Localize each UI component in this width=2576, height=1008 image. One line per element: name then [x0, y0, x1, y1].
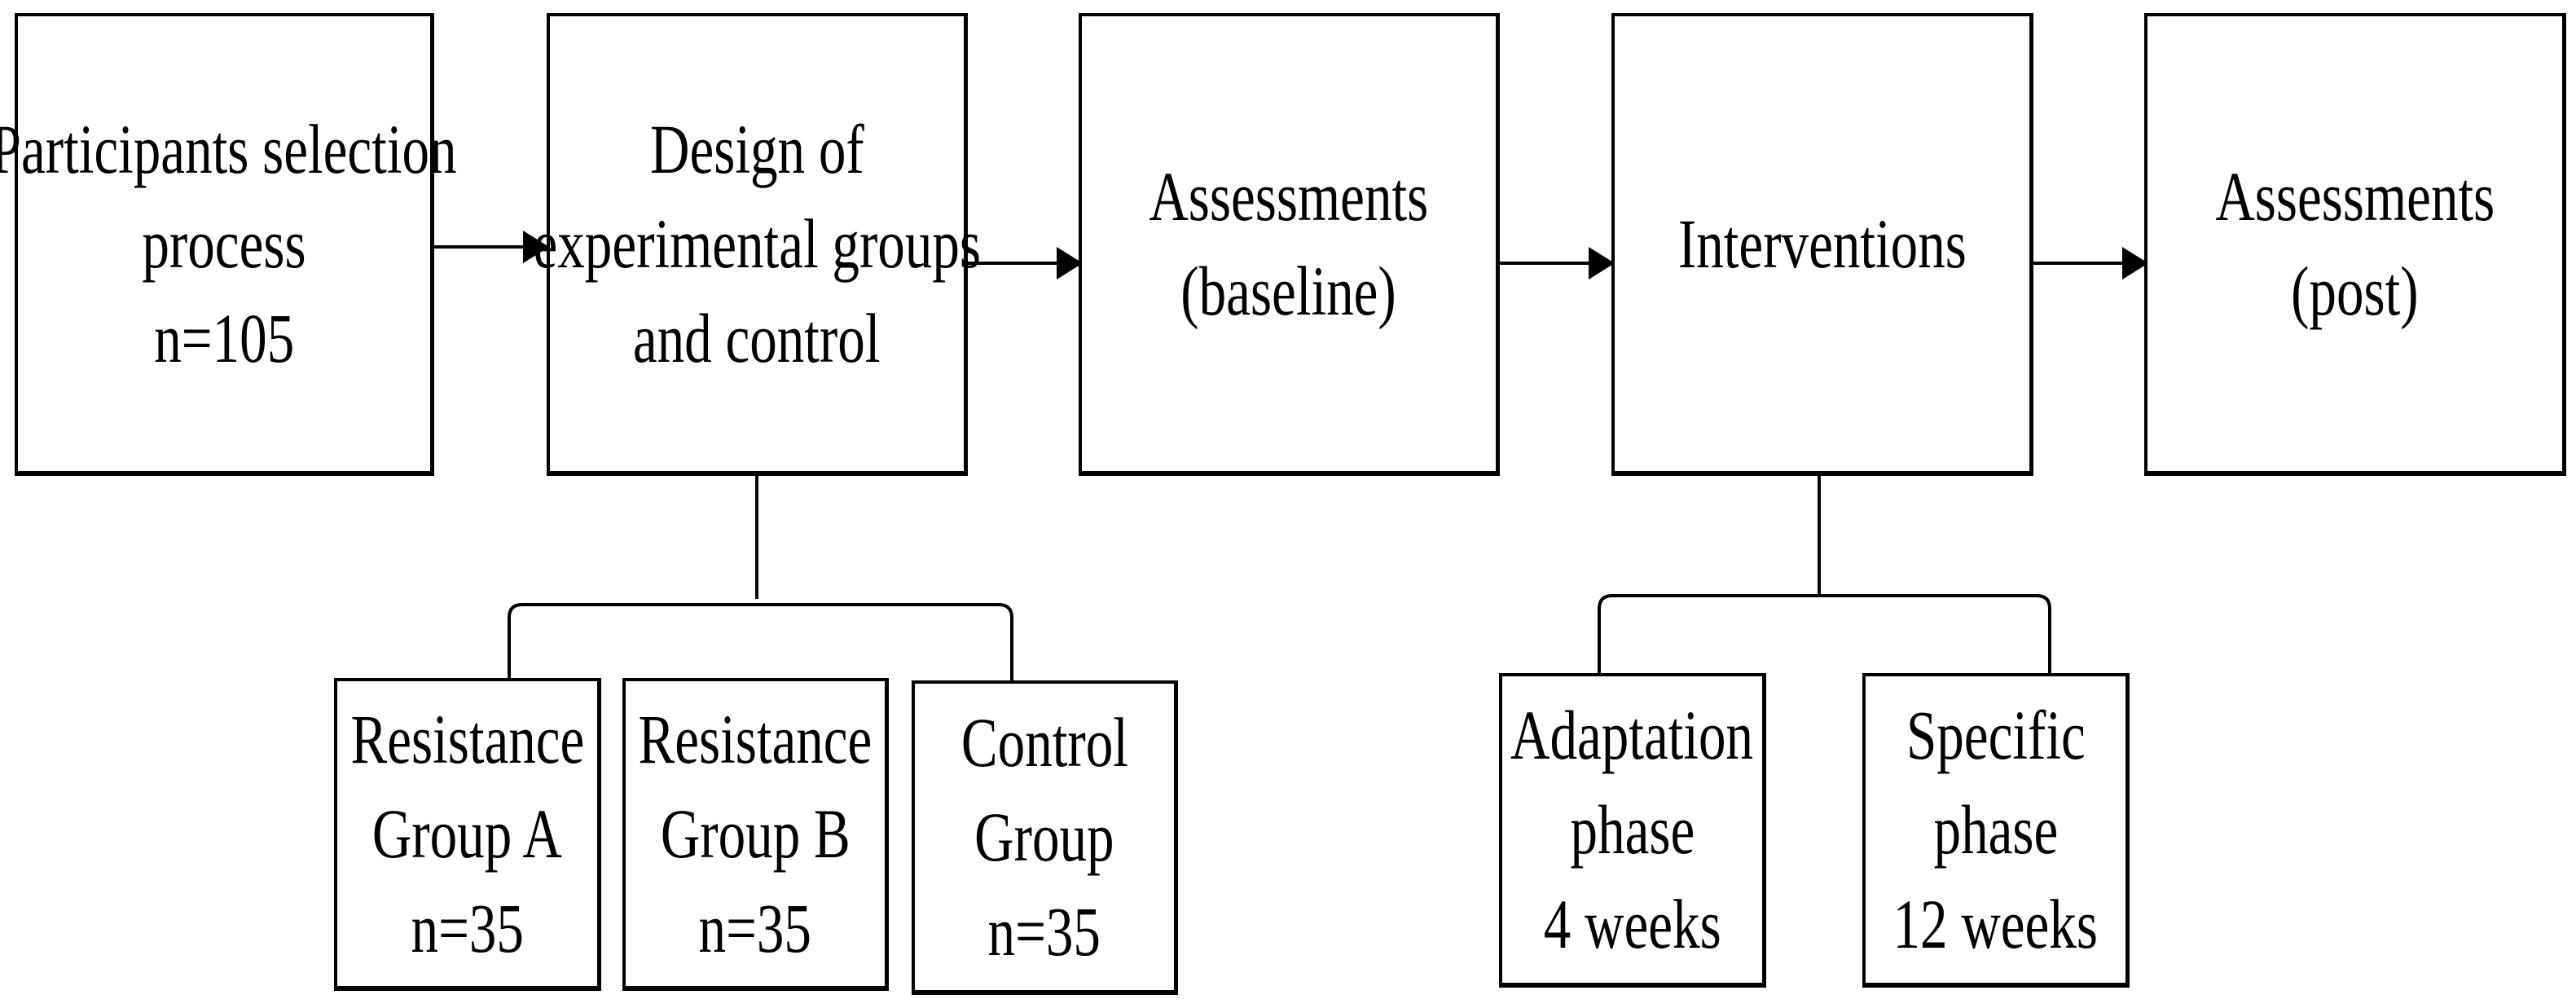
- box-text-line: 4 weeks: [1543, 885, 1721, 963]
- box-text-line: Assessments: [2215, 157, 2495, 235]
- adaptation-phase-box: Adaptation phase 4 weeks: [1499, 673, 1766, 988]
- box-text-line: n=35: [411, 889, 524, 967]
- resistance-group-b-box: Resistance Group B n=35: [622, 678, 889, 991]
- box-text-line: Specific: [1906, 696, 2086, 774]
- arrowhead-design-to-baseline: [1057, 247, 1083, 280]
- box-text-line: Resistance: [350, 700, 584, 778]
- control-group-box: Control Group n=35: [912, 680, 1178, 995]
- assessments-baseline-box: Assessments (baseline): [1079, 13, 1500, 476]
- arrowhead-baseline-to-interventions: [1589, 247, 1615, 280]
- box-text-line: Design of: [649, 110, 864, 188]
- box-text-line: 12 weeks: [1892, 885, 2099, 963]
- box-text-line: (baseline): [1180, 252, 1397, 330]
- box-text-line: Control: [961, 703, 1128, 781]
- box-text-line: Assessments: [1149, 157, 1429, 235]
- box-text-line: experimental groups: [533, 205, 981, 283]
- arrowhead-interventions-to-post: [2122, 247, 2148, 280]
- box-text-line: n=105: [153, 299, 294, 377]
- box-text-line: Group: [974, 798, 1114, 876]
- box-text-line: phase: [1933, 790, 2058, 869]
- resistance-group-a-box: Resistance Group A n=35: [334, 678, 601, 991]
- bracket-interventions-phases-bar: [1598, 594, 2051, 676]
- box-text-line: Resistance: [638, 700, 873, 778]
- specific-phase-box: Specific phase 12 weeks: [1862, 673, 2130, 988]
- box-text-line: Participants selection: [0, 110, 457, 188]
- bracket-design-groups-bar: [508, 603, 1013, 683]
- design-groups-box: Design of experimental groups and contro…: [533, 13, 981, 476]
- box-text-line: n=35: [987, 892, 1101, 971]
- interventions-box: Interventions: [1611, 13, 2033, 476]
- assessments-post-box: Assessments (post): [2144, 13, 2566, 476]
- box-text-line: (post): [2291, 252, 2419, 330]
- arrowhead-selection-to-design: [523, 231, 549, 263]
- box-text-line: Group A: [372, 795, 562, 873]
- box-text-line: and control: [633, 299, 881, 377]
- participants-selection-box: Participants selection process n=105: [0, 13, 457, 476]
- box-text-line: Group B: [660, 795, 851, 873]
- box-text-line: phase: [1570, 790, 1695, 869]
- box-text-line: process: [142, 205, 306, 283]
- box-text-line: Adaptation: [1510, 696, 1754, 774]
- box-text-line: n=35: [698, 889, 812, 967]
- box-text-line: Interventions: [1677, 205, 1967, 283]
